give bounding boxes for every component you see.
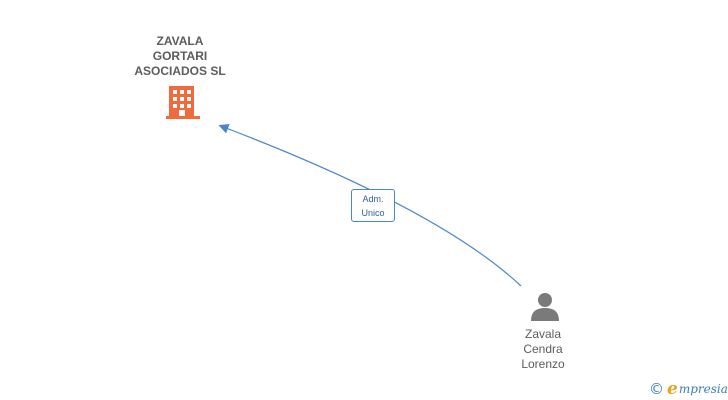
company-name[interactable]: ZAVALA GORTARI ASOCIADOS SL xyxy=(134,34,226,78)
brand-name: mpresia xyxy=(678,382,728,396)
copyright-icon: © xyxy=(649,379,664,398)
brand-initial: e xyxy=(667,378,678,399)
relation-edge xyxy=(218,124,522,287)
person-name[interactable]: Zavala Cendra Lorenzo xyxy=(521,327,565,371)
empresia-watermark: © e mpresia xyxy=(649,379,728,399)
relation-role-label: Adm. Unico xyxy=(351,189,395,222)
building-icon[interactable] xyxy=(166,85,200,121)
person-icon[interactable] xyxy=(530,291,560,321)
